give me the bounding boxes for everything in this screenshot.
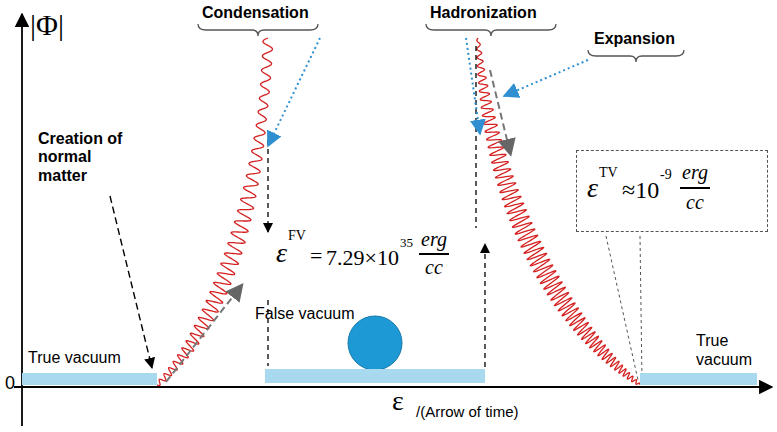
- vacuum-band: True vacuum: [640, 373, 757, 385]
- callout-label: Creation of normal matter: [38, 130, 134, 185]
- callout-arrow: [466, 38, 480, 134]
- energy-text: ε: [587, 173, 598, 204]
- brace: [198, 24, 318, 36]
- trend-arrow: [166, 290, 238, 382]
- energy-arrow: [484, 244, 485, 367]
- vacuum-band: False vacuum: [265, 369, 485, 383]
- brace: [588, 50, 684, 62]
- unit-denominator: cc: [425, 256, 443, 278]
- energy-text: erg: [682, 161, 708, 183]
- energy-text: -9: [660, 167, 672, 182]
- axis-label: |Φ|: [30, 8, 64, 41]
- field-curve: [157, 38, 272, 386]
- band-label: True vacuum: [28, 349, 121, 367]
- band-label: False vacuum: [255, 305, 355, 323]
- energy-text: ≈10: [622, 177, 659, 203]
- trend-arrow: [490, 70, 509, 148]
- leader-line: [606, 236, 638, 380]
- callout-arrow: [504, 60, 588, 96]
- energy-arrow: [475, 46, 476, 228]
- fraction-bar: [680, 187, 710, 189]
- callout-label: Expansion: [594, 30, 675, 48]
- axis-label: ε: [392, 386, 404, 417]
- axis-label: /(Arrow of time): [416, 404, 519, 421]
- vacuum-band: True vacuum: [22, 373, 157, 385]
- fraction-bar: [419, 253, 449, 255]
- unit-numerator: erg: [421, 228, 447, 250]
- y-axis: [21, 14, 23, 426]
- energy-value: 7.29×10: [326, 246, 399, 270]
- leader-line: [640, 236, 642, 380]
- energy-text: TV: [599, 165, 618, 180]
- energy-box: εTV ≈10-9 erg cc: [576, 150, 768, 232]
- callout-arrow: [268, 38, 320, 146]
- energy-symbol: ε: [276, 238, 287, 269]
- callout-label: Condensation: [202, 4, 309, 22]
- energy-arrow: [267, 140, 268, 232]
- field-curves: [157, 38, 640, 386]
- leader-line: [110, 196, 152, 368]
- origin-label: 0: [5, 374, 15, 394]
- brace: [426, 24, 556, 36]
- energy-subscript: FV: [288, 228, 306, 243]
- axes: [14, 14, 772, 426]
- braces: [198, 24, 684, 62]
- energy-equals: =: [310, 244, 322, 268]
- energy-exponent: 35: [400, 236, 413, 250]
- band-label: True vacuum: [696, 331, 768, 369]
- vacuum-ball: [348, 316, 402, 370]
- energy-text: cc: [686, 191, 704, 213]
- callout-label: Hadronization: [430, 4, 537, 22]
